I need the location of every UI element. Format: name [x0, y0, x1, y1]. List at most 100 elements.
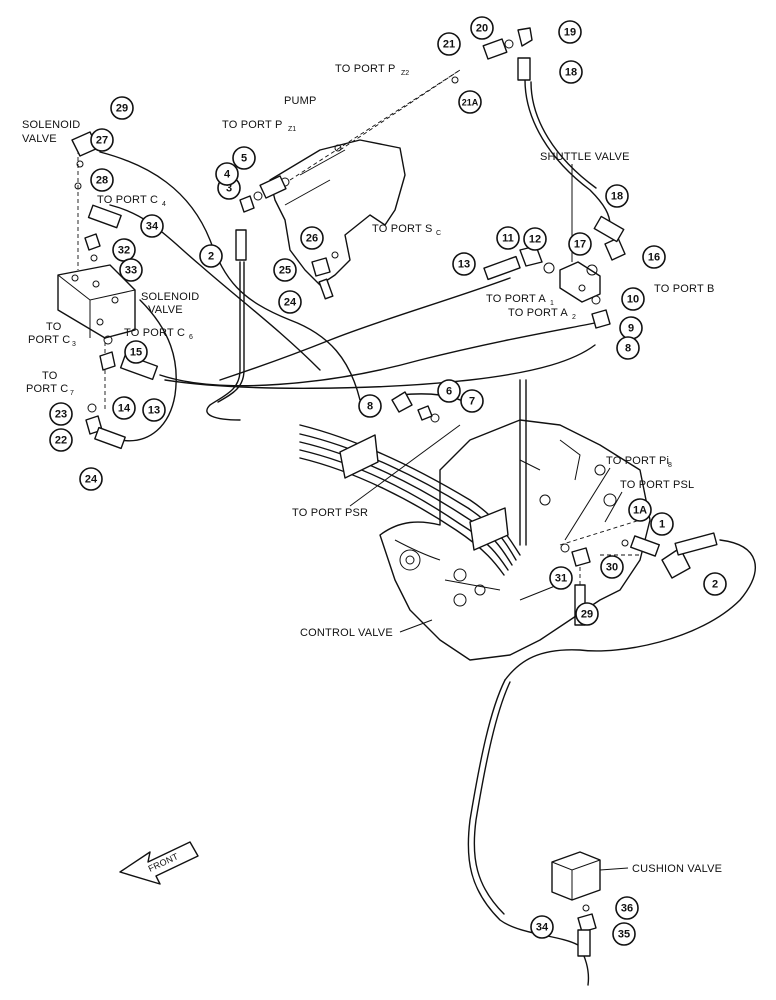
callout-circle [559, 60, 583, 84]
fittings [71, 27, 718, 957]
label-to-port-c4-sub: 4 [162, 201, 166, 208]
callout-number: 14 [118, 403, 131, 415]
callout-number: 10 [627, 294, 639, 306]
callout-circle [568, 232, 592, 256]
label-to-port-c7-sub: 7 [70, 390, 74, 397]
callout-circle [523, 227, 547, 251]
callout-number: 36 [621, 903, 633, 915]
callout-number: 26 [306, 233, 318, 245]
callout-circle [437, 379, 461, 403]
label-to-port-psl: TO PORT PSL [620, 479, 694, 491]
callout-number: 12 [529, 234, 541, 246]
callout-circle [437, 32, 461, 56]
callout-circle [140, 214, 164, 238]
label-control-valve: CONTROL VALVE [300, 627, 393, 639]
psr-leader [349, 424, 461, 507]
label-to-port-c3-sub: 3 [72, 341, 76, 348]
label-shuttle-valve: SHUTTLE VALVE [540, 151, 630, 163]
hose-lines [99, 79, 756, 986]
callout-number: 31 [555, 573, 567, 585]
callout-circle [300, 226, 324, 250]
psl-leader [604, 491, 623, 523]
callout-circle [358, 394, 382, 418]
callout-circle [112, 396, 136, 420]
label-to-port-a2-sub: 2 [572, 314, 576, 321]
callout-circle [575, 602, 599, 626]
callout-number: 8 [625, 343, 631, 355]
callout-number: 21 [443, 39, 455, 51]
label-to-port-psr: TO PORT PSR [292, 507, 368, 519]
label-to-port-b: TO PORT B [654, 283, 715, 295]
callout-circle [215, 162, 239, 186]
label-to-port-a2: TO PORT A [508, 307, 568, 319]
callout-circle [496, 226, 520, 250]
callout-circle [530, 915, 554, 939]
label-to-port-c3-2: PORT C [28, 334, 70, 346]
front-direction-arrow: FRONT [119, 841, 199, 885]
label-to-port-pz1-sub: Z1 [288, 126, 296, 133]
callout-circle [600, 555, 624, 579]
label-to-port-pz2-sub: Z2 [401, 70, 409, 77]
callout-number: 1A [633, 505, 647, 517]
callout-circle [549, 566, 573, 590]
callout-circle [110, 96, 134, 120]
label-solenoid-valve-mid-2: VALVE [148, 304, 183, 316]
callout-circle [278, 290, 302, 314]
callout-number: 3 [226, 183, 232, 195]
callout-circle [79, 467, 103, 491]
callout-circle [124, 340, 148, 364]
label-to-port-c6: TO PORT C [124, 327, 185, 339]
cushion-valve-body [551, 851, 601, 901]
hose-clamps [339, 434, 509, 551]
callout-number: 29 [116, 103, 128, 115]
callout-number: 15 [130, 347, 142, 359]
callout-number: 25 [279, 265, 291, 277]
callout-number: 18 [611, 191, 623, 203]
callout-number: 2 [208, 251, 214, 263]
label-solenoid-valve-mid-1: SOLENOID [141, 291, 199, 303]
callout-circle [460, 389, 484, 413]
callout-number: 11 [502, 233, 514, 245]
label-to-port-c3-1: TO [46, 321, 62, 333]
callout-circle [458, 90, 482, 114]
callout-number: 33 [125, 265, 137, 277]
callout-circle [232, 146, 256, 170]
callout-number: 19 [564, 27, 576, 39]
callout-circle [605, 184, 629, 208]
callout-number: 1 [659, 519, 665, 531]
label-to-port-pz2: TO PORT P [335, 63, 396, 75]
text-labels: SOLENOID VALVE PUMP TO PORT P Z2 TO PORT… [22, 63, 722, 875]
callout-number: 20 [476, 23, 488, 35]
callout-number: 30 [606, 562, 618, 574]
callout-number: 22 [55, 435, 67, 447]
label-to-port-c7-2: PORT C [26, 383, 68, 395]
callout-number: 24 [284, 297, 297, 309]
callout-circle [650, 512, 674, 536]
callout-number: 32 [118, 245, 130, 257]
callout-number: 8 [367, 401, 373, 413]
callout-circle [452, 252, 476, 276]
label-to-port-sc-sub: C [436, 230, 441, 237]
callout-number: 23 [55, 409, 67, 421]
shuttle-valve-body [559, 261, 601, 303]
control-valve-leader [399, 619, 433, 633]
callout-circle [90, 168, 114, 192]
label-to-port-a1-sub: 1 [550, 300, 554, 307]
label-to-port-pz1: TO PORT P [222, 119, 283, 131]
callout-number: 16 [648, 252, 660, 264]
callout-number: 9 [628, 323, 634, 335]
control-valve-body [379, 419, 651, 661]
pump-housing [269, 139, 406, 286]
callout-circle [199, 244, 223, 268]
callout-circle [558, 20, 582, 44]
callout-number: 4 [224, 169, 231, 181]
label-to-port-c4: TO PORT C [97, 194, 158, 206]
cushion-valve-leader [599, 867, 629, 871]
callout-circle [612, 922, 636, 946]
callout-number: 27 [96, 135, 108, 147]
callout-number: 34 [146, 221, 159, 233]
label-to-port-pi8-sub: 8 [668, 462, 672, 469]
callout-number: 5 [241, 153, 247, 165]
